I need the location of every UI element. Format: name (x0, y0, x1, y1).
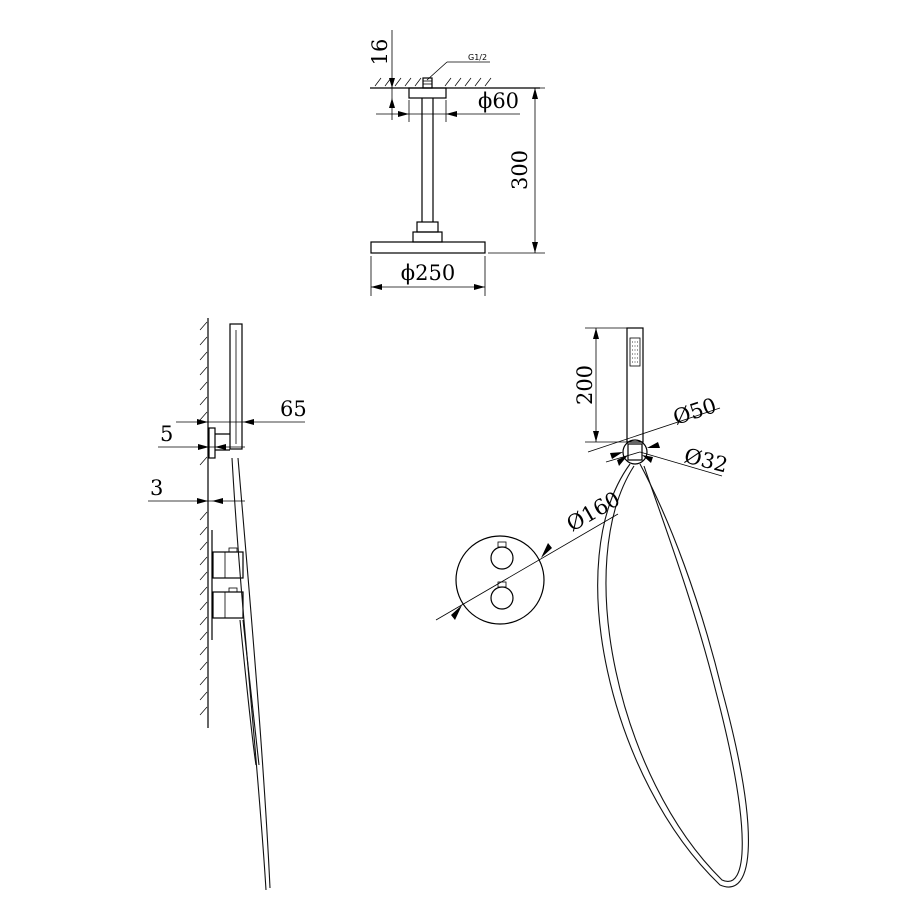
dim-label-d32: Ø32 (682, 444, 730, 478)
dim-label-phi60: ϕ60 (478, 89, 519, 113)
dim-label-5: 5 (160, 422, 173, 446)
thread-label: G1/2 (468, 53, 487, 62)
dim-ceiling-gap: 16 (368, 30, 395, 120)
side-view: 65 5 3 (148, 318, 307, 891)
dim-label-3: 3 (150, 476, 163, 500)
dim-label-d50: Ø50 (670, 393, 719, 429)
ceiling-shower-view: 16 G1/2 ϕ60 300 (368, 30, 545, 296)
spray-nozzles (632, 341, 638, 363)
thread-callout: G1/2 (426, 53, 490, 81)
dim-flange: ϕ60 (376, 89, 520, 122)
dim-plate-thickness: 3 (148, 476, 245, 504)
front-view: 200 Ø50 Ø32 Ø160 (435, 327, 749, 888)
dim-arm-length: 300 (460, 87, 545, 254)
dim-label-phi250: ϕ250 (401, 261, 455, 285)
dim-label-16: 16 (368, 39, 392, 66)
dim-handle-length: 200 (573, 327, 627, 443)
ceiling-hatch (374, 77, 492, 87)
dim-label-200: 200 (573, 365, 597, 405)
dim-bracket-offset: 5 (158, 422, 245, 450)
dim-handshower-depth: 65 (176, 397, 307, 425)
wall-hatch (199, 321, 208, 716)
dim-label-65: 65 (280, 397, 307, 421)
dim-head: ϕ250 (370, 256, 486, 296)
dim-label-d160: Ø160 (563, 487, 625, 536)
dim-label-300: 300 (508, 150, 532, 190)
